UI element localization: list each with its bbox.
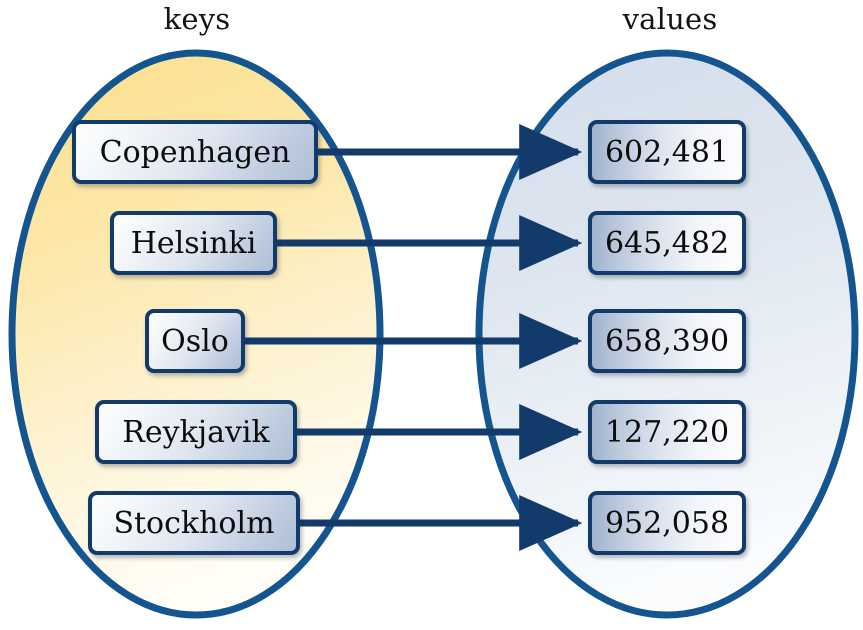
value-node-602481[interactable]: 602,481 [588, 120, 746, 184]
key-node-stockholm[interactable]: Stockholm [88, 491, 300, 555]
key-node-oslo[interactable]: Oslo [145, 309, 245, 373]
key-node-copenhagen[interactable]: Copenhagen [72, 120, 318, 184]
value-node-127220[interactable]: 127,220 [588, 400, 746, 464]
value-node-658390[interactable]: 658,390 [588, 309, 746, 373]
value-node-645482[interactable]: 645,482 [588, 211, 746, 275]
mapping-arrows [243, 124, 583, 551]
key-node-helsinki[interactable]: Helsinki [110, 211, 277, 275]
value-node-952058[interactable]: 952,058 [588, 491, 746, 555]
keys-set-label: keys [163, 2, 231, 36]
values-set-label: values [622, 2, 718, 36]
key-node-reykjavik[interactable]: Reykjavik [95, 400, 297, 464]
